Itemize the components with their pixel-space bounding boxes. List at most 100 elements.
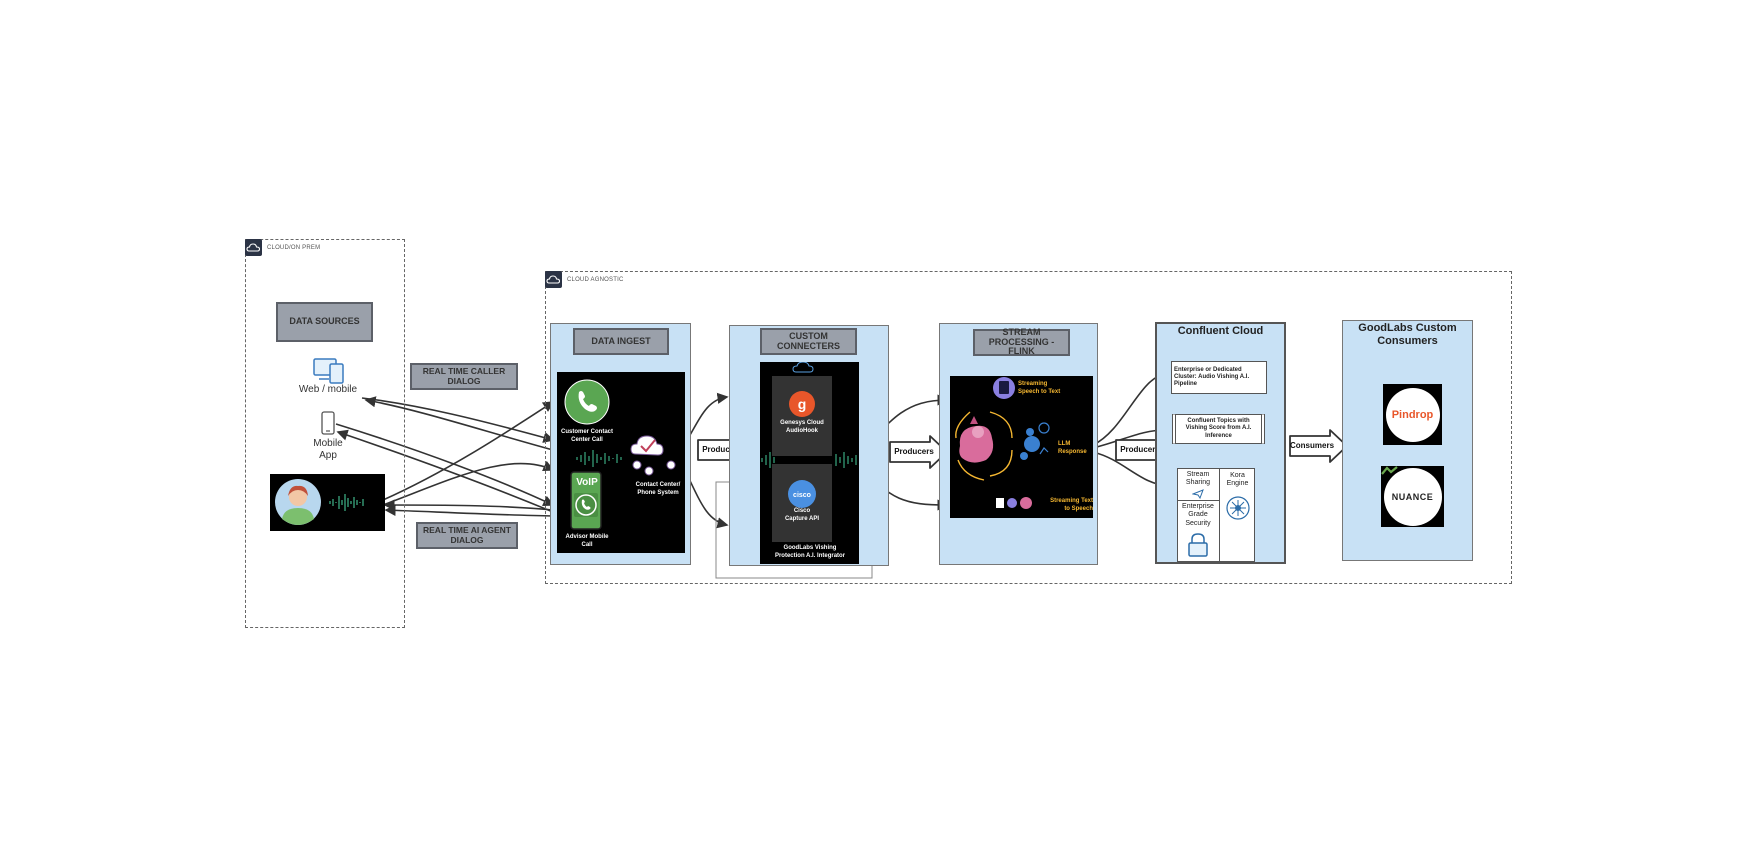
connectors-title-line2: CONNECTERS	[776, 340, 840, 351]
goodlabs-title: GoodLabs Custom Consumers	[1342, 322, 1473, 347]
tts-line2: to Speech	[1064, 505, 1093, 512]
caller-dialog-line2: DIALOG	[447, 375, 481, 386]
kora-line2: Engine	[1226, 480, 1249, 488]
cisco-label: Cisco Capture API	[770, 508, 834, 523]
topics-box: Confluent Topics with Vishing Score from…	[1172, 414, 1265, 444]
cisco-logo-text: cisco	[793, 492, 811, 499]
user-voice-box	[270, 474, 385, 531]
security-line3: Security	[1185, 519, 1211, 527]
security-line1: Enterprise	[1182, 503, 1214, 510]
caller-dialog-line1: REAL TIME CALLER	[422, 366, 506, 377]
llm-line1: LLM	[1058, 441, 1071, 447]
flink-black-panel	[950, 376, 1093, 518]
integrator-label: GoodLabs Vishing Protection A.I. Integra…	[755, 545, 865, 560]
confluent-title: Confluent Cloud	[1177, 325, 1264, 337]
stream-sharing-line1: Stream	[1186, 471, 1210, 478]
grid-divider	[1219, 468, 1220, 562]
mobile-app-label: Mobile App	[302, 438, 354, 462]
llm-label: LLM Response	[1058, 441, 1093, 456]
web-mobile-label: Web / mobile	[298, 384, 358, 395]
connectors-black-panel: g	[760, 362, 859, 564]
mobile-app-line2: App	[319, 450, 337, 461]
integrator-line1: GoodLabs Vishing	[783, 545, 837, 551]
connectors-title: CUSTOM CONNECTERS	[760, 328, 857, 355]
onprem-caption: CLOUD/ON PREM	[267, 245, 321, 251]
agnostic-caption: CLOUD AGNOSTIC	[567, 277, 624, 283]
agnostic-container	[545, 271, 1512, 584]
kora-label: Kora Engine	[1220, 472, 1255, 489]
contact-center-line1: Contact Center/	[635, 482, 681, 488]
agent-dialog-line2: DIALOG	[450, 534, 484, 545]
nuance-tile: NUANCE	[1381, 466, 1444, 527]
llm-line2: Response	[1058, 448, 1087, 455]
nuance-logo-text: NUANCE	[1391, 491, 1434, 502]
genesys-label: Genesys Cloud AudioHook	[770, 420, 834, 435]
nuance-logo: NUANCE	[1381, 466, 1442, 526]
data-sources-title: DATA SOURCES	[276, 302, 373, 342]
kora-engine-icon	[1226, 496, 1250, 520]
advisor-call-line2: Call	[581, 541, 593, 548]
line-ingest-to-web	[364, 396, 554, 451]
integrator-line2: Protection A.I. Integrator	[774, 552, 846, 559]
security-line2: Grade	[1188, 511, 1208, 519]
stt-line2: Speech to Text	[1018, 388, 1061, 395]
mobile-app-line1: Mobile	[313, 438, 343, 449]
stt-label: Streaming Speech to Text	[1018, 381, 1078, 396]
onprem-container	[245, 239, 405, 628]
pindrop-logo: Pindrop	[1385, 387, 1440, 442]
data-ingest-title-text: DATA INGEST	[591, 335, 651, 346]
cloud-icon	[245, 239, 262, 256]
lock-icon	[1187, 532, 1209, 558]
kora-line1: Kora	[1230, 472, 1245, 479]
caller-dialog-label: REAL TIME CALLER DIALOG	[410, 363, 518, 390]
line-ingest-to-mobile	[336, 429, 554, 513]
ingest-black-panel	[557, 372, 685, 553]
data-ingest-title: DATA INGEST	[573, 328, 669, 355]
flink-title-line1: STREAM	[1002, 326, 1041, 337]
advisor-call-label: Advisor Mobile Call	[557, 534, 617, 549]
cluster-box: Enterprise or Dedicated Cluster: Audio V…	[1171, 361, 1267, 394]
agent-dialog-label: REAL TIME AI AGENT DIALOG	[416, 522, 518, 549]
advisor-call-line1: Advisor Mobile	[565, 534, 609, 540]
line-mobile-to-ingest	[335, 423, 555, 506]
goodlabs-title-line1: GoodLabs Custom	[1358, 322, 1457, 334]
contact-call-line2: Center Call	[571, 436, 603, 443]
stt-line1: Streaming	[1018, 381, 1048, 387]
consumers-label: Consumers	[1290, 441, 1335, 450]
genesys-line1: Genesys Cloud	[780, 420, 824, 426]
tts-line1: Streaming Text	[1050, 498, 1093, 504]
tts-label: Streaming Text to Speech	[1037, 498, 1093, 513]
line-agent-to-ingest1	[382, 401, 555, 501]
line-ingest-to-agent1	[383, 499, 554, 511]
contact-call-line1: Customer Contact	[560, 429, 613, 435]
genesys-line2: AudioHook	[786, 427, 818, 434]
line-ingest-to-agent2	[384, 504, 554, 517]
security-label: Enterprise Grade Security	[1177, 503, 1219, 528]
line-agent-to-ingest2	[382, 460, 555, 506]
web-device-icon	[313, 358, 345, 384]
stream-sharing-line2: Sharing	[1185, 479, 1211, 487]
flink-title: STREAM PROCESSING - FLINK	[973, 326, 1070, 357]
mobile-phone-icon	[321, 411, 335, 435]
stream-sharing-label: Stream Sharing	[1177, 471, 1219, 488]
producers-label-1: Producers	[702, 445, 742, 454]
producers-arrow-2	[889, 435, 948, 469]
cisco-line2: Capture API	[784, 515, 820, 522]
cisco-line1: Cisco	[793, 508, 811, 514]
send-icon	[1192, 489, 1204, 499]
producers-label-2: Producers	[894, 447, 934, 456]
contact-center-line2: Phone System	[637, 489, 679, 496]
voip-label: VoIP	[576, 477, 598, 488]
line-web-to-ingest	[361, 397, 555, 443]
consumers-arrow	[1289, 429, 1348, 463]
nuance-mark-icon	[1381, 466, 1398, 475]
svg-text:g: g	[798, 396, 807, 412]
pindrop-logo-text: Pindrop	[1391, 408, 1434, 421]
goodlabs-title-line2: Consumers	[1377, 334, 1438, 347]
pindrop-tile: Pindrop	[1383, 384, 1442, 445]
contact-center-label: Contact Center/ Phone System	[628, 482, 688, 497]
contact-call-label: Customer Contact Center Call	[557, 429, 617, 444]
flink-title-line2: PROCESSING - FLINK	[988, 336, 1055, 357]
connectors-title-line1: CUSTOM	[789, 330, 828, 341]
producers-label-3: Producers	[1120, 445, 1160, 454]
